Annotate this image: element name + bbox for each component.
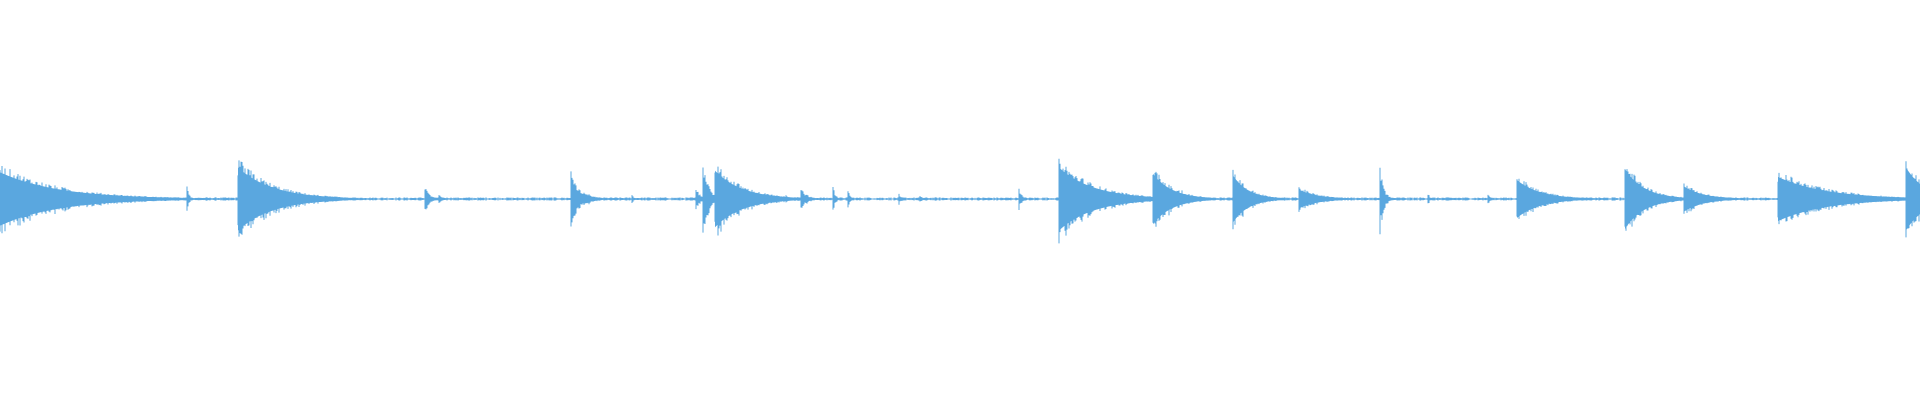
waveform-transient-body [1299, 189, 1357, 209]
waveform-transient [1427, 194, 1443, 204]
waveform-transient-body [1684, 186, 1742, 212]
waveform-transient [438, 195, 462, 203]
waveform-transient-body [1778, 176, 1920, 222]
waveform-transient-body [1625, 169, 1683, 229]
waveform-transient [1181, 190, 1205, 207]
waveform-transient [800, 190, 839, 208]
waveform-transient [186, 186, 202, 211]
waveform-transient [631, 195, 647, 204]
waveform-transient [785, 195, 801, 203]
waveform-transient [262, 192, 294, 205]
waveform-transient [832, 186, 848, 210]
waveform-transient [1487, 194, 1503, 204]
waveform-transient [898, 193, 914, 205]
waveform-transients [0, 158, 1920, 244]
waveform-transient-body [1233, 175, 1279, 223]
waveform-transient [1018, 188, 1034, 210]
waveform-transient [1379, 167, 1403, 235]
waveform-transient-body [1906, 167, 1920, 231]
waveform-transient-body [1517, 180, 1586, 218]
waveform-transient [919, 196, 935, 202]
waveform-transient [44, 186, 68, 213]
waveform-transient [847, 191, 863, 208]
waveform-transient-body [1059, 167, 1163, 231]
waveform-transient-body [0, 172, 173, 226]
